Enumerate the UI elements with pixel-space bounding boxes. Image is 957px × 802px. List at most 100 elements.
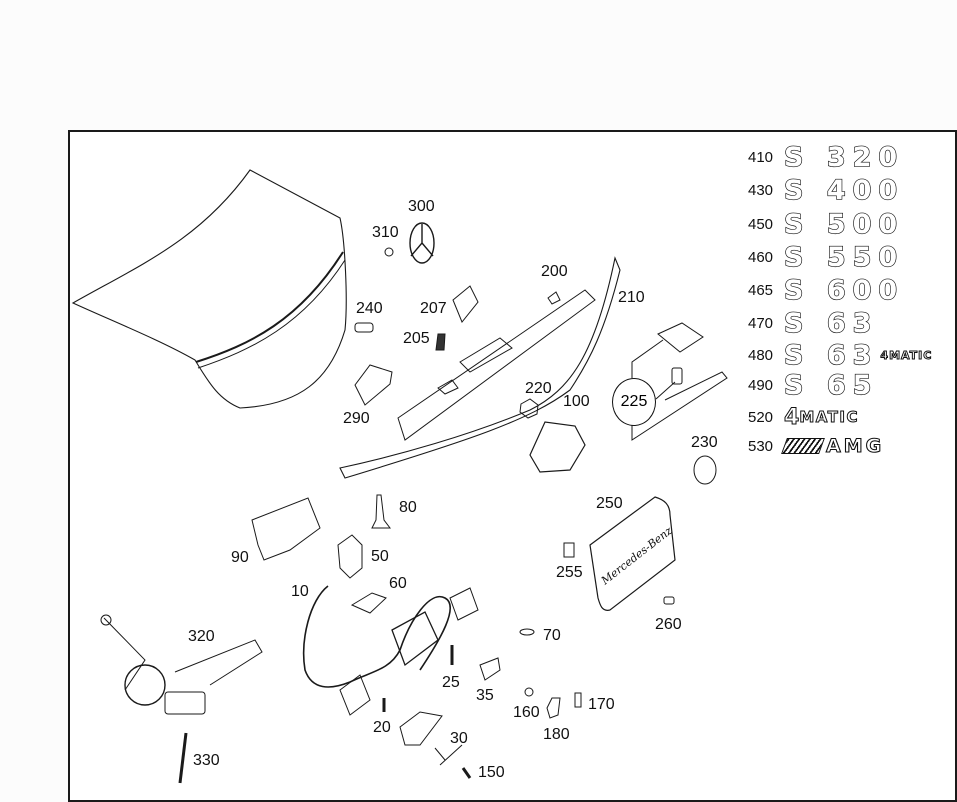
callout-10: 10 <box>291 583 309 600</box>
latch-drawing-right <box>449 587 479 621</box>
clip-holder-drawing <box>434 744 463 766</box>
badge-row-460: 460 S 550 <box>748 241 905 273</box>
grommet-drawing <box>384 247 394 257</box>
bracket-drawing <box>354 364 393 406</box>
badge-row-430: 430 S 400 <box>748 174 905 206</box>
callout-240: 240 <box>356 300 383 317</box>
license-plate-base-drawing: Mercedes-Benz <box>589 496 676 611</box>
screw-180-drawing <box>524 687 534 697</box>
badge-emblem: S 65 <box>783 369 879 401</box>
badge-4matic-word: MATIC <box>799 408 860 427</box>
badge-row-410: 410 S 320 <box>748 141 905 173</box>
badge-emblem: S 63 <box>783 307 879 339</box>
callout-220: 220 <box>525 380 552 397</box>
amg-stripes-icon <box>781 438 825 454</box>
nut-clip-drawing <box>563 542 575 558</box>
callout-20: 20 <box>373 719 391 736</box>
badge-number: 410 <box>748 148 774 166</box>
camera-unit-drawing <box>529 421 586 473</box>
badge-suffix: 4MATIC <box>880 348 933 362</box>
callout-250: 250 <box>596 495 623 512</box>
callout-225: 225 <box>612 378 656 426</box>
callout-70: 70 <box>543 627 561 644</box>
badge-row-490: 490 S 65 <box>748 369 879 401</box>
badge-row-480: 480 S 63 4MATIC <box>748 339 933 371</box>
trunk-lid-drawing <box>71 169 347 409</box>
badge-number: 430 <box>748 181 774 199</box>
callout-330: 330 <box>193 752 220 769</box>
latch-drawing <box>339 674 371 716</box>
microswitch-drawing <box>350 592 387 614</box>
spring-clip-drawing <box>574 692 582 708</box>
switch-drawing <box>452 285 479 323</box>
bowden-cable-drawing <box>302 585 451 688</box>
badge-4matic-digit: 4 <box>783 404 800 430</box>
badge-emblem: S 320 <box>783 141 905 173</box>
closing-drive-drawing <box>100 614 263 715</box>
badge-row-470: 470 S 63 <box>748 307 879 339</box>
callout-80: 80 <box>399 499 417 516</box>
badge-number: 450 <box>748 215 774 233</box>
callout-320: 320 <box>188 628 215 645</box>
callout-310: 310 <box>372 224 399 241</box>
callout-180: 160 <box>513 704 540 721</box>
badge-number: 480 <box>748 346 774 364</box>
callout-255: 255 <box>556 564 583 581</box>
callout-200: 200 <box>541 263 568 280</box>
badge-emblem: S 500 <box>783 208 905 240</box>
callout-160: 150 <box>478 764 505 781</box>
callout-260: 260 <box>655 616 682 633</box>
callout-150: 30 <box>450 730 468 747</box>
callout-50: 50 <box>371 548 389 565</box>
badge-number: 490 <box>748 376 774 394</box>
badge-number: 460 <box>748 248 774 266</box>
callout-35: 35 <box>476 687 494 704</box>
callout-25: 25 <box>442 674 460 691</box>
badge-row-465: 465 S 600 <box>748 274 905 306</box>
callout-300: 300 <box>408 198 435 215</box>
gas-spring-drawing <box>178 732 188 784</box>
lock-cylinder-drawing <box>337 534 363 579</box>
plate-script-text: Mercedes-Benz <box>598 524 675 588</box>
callout-210: 210 <box>618 289 645 306</box>
grab-recess-drawing <box>399 711 443 746</box>
trim-cap-drawing <box>479 657 501 681</box>
diagram-frame <box>68 130 957 802</box>
screw-260-drawing <box>663 596 675 605</box>
washer-drawing <box>519 628 535 636</box>
badge-emblem: S 63 <box>783 339 879 371</box>
rivet-drawing <box>461 767 472 779</box>
seal-kit-drawing <box>631 322 728 441</box>
clip-drawing <box>435 333 446 351</box>
badge-number: 465 <box>748 281 774 299</box>
callout-90: 90 <box>231 549 249 566</box>
callout-230: 230 <box>691 434 718 451</box>
amg-word: AMG <box>825 434 885 457</box>
badge-number: 530 <box>748 437 774 455</box>
star-emblem-drawing <box>409 222 435 264</box>
callout-170: 180 <box>543 726 570 743</box>
amg-badge: AMG <box>781 434 885 458</box>
handle-trim-drawing <box>339 256 621 479</box>
badge-row-450: 450 S 500 <box>748 208 905 240</box>
badge-emblem: S 600 <box>783 274 905 306</box>
badge-row-530: 530 AMG <box>748 433 884 459</box>
cover-bracket-drawing <box>251 497 321 561</box>
badge-emblem: S 400 <box>783 174 905 206</box>
callout-290: 290 <box>343 410 370 427</box>
lock-assembly-drawing <box>391 611 439 667</box>
callout-100: 100 <box>563 393 590 410</box>
callout-190: 170 <box>588 696 615 713</box>
badge-emblem: S 550 <box>783 241 905 273</box>
badge-row-520: 520 4 MATIC <box>748 404 859 430</box>
rubber-buffer-drawing <box>693 455 717 485</box>
badge-number: 470 <box>748 314 774 332</box>
badge-number: 520 <box>748 408 774 426</box>
callout-207: 207 <box>420 300 447 317</box>
callout-60: 60 <box>389 575 407 592</box>
callout-205: 205 <box>403 330 430 347</box>
bumper-stop-drawing <box>354 322 374 333</box>
retainer-drawing <box>546 697 561 719</box>
nut-drawing <box>519 398 539 419</box>
